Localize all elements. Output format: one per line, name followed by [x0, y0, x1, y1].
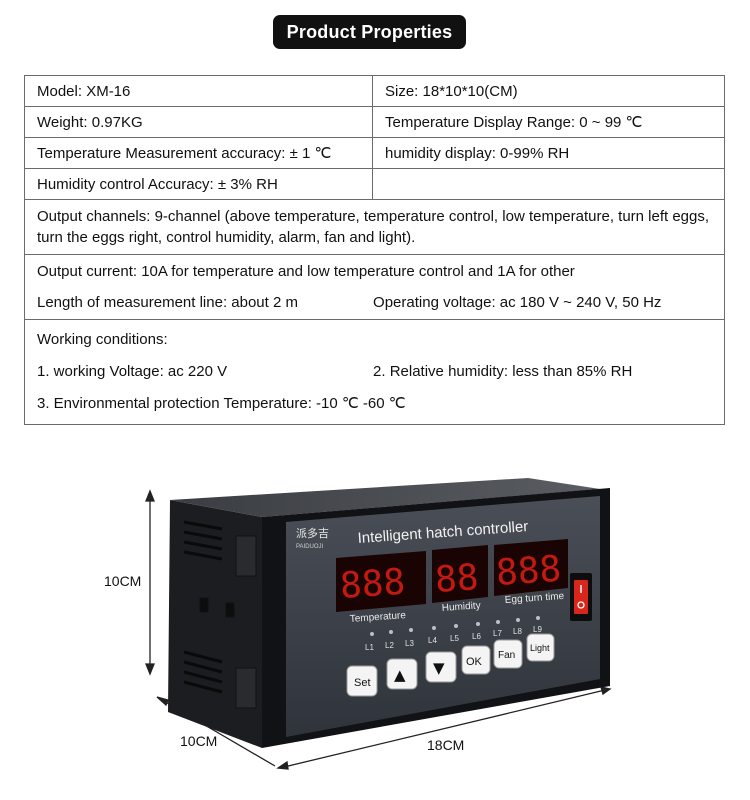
working-conditions-heading: Working conditions:	[37, 331, 168, 348]
led-indicators	[370, 616, 540, 636]
svg-text:88: 88	[434, 557, 480, 601]
svg-text:OK: OK	[466, 656, 483, 668]
table-row: Working conditions: 1. working Voltage: …	[24, 319, 725, 425]
brand-logo-cn: 派多吉	[296, 526, 329, 540]
table-row: Model: XM-16 Size: 18*10*10(CM)	[24, 75, 725, 107]
temperature-display: 888	[336, 551, 426, 612]
output-current-cell: Output current: 10A for temperature and …	[24, 254, 725, 320]
svg-text:L1: L1	[365, 643, 374, 652]
device-illustration: 10CM 10CM 18CM 派多吉 PAIDUOJI Intelligent …	[104, 478, 612, 770]
svg-text:888: 888	[495, 549, 563, 594]
up-button[interactable]: ▲	[386, 658, 418, 690]
working-conditions-cell: Working conditions: 1. working Voltage: …	[24, 319, 725, 425]
ok-button[interactable]: OK	[461, 645, 491, 675]
temp-display-range-cell: Temperature Display Range: 0 ~ 99 ℃	[372, 106, 725, 138]
svg-text:Fan: Fan	[498, 650, 515, 661]
page-title: Product Properties	[273, 15, 466, 49]
properties-table: Model: XM-16 Size: 18*10*10(CM) Weight: …	[24, 75, 725, 425]
svg-text:888: 888	[339, 562, 407, 607]
svg-text:L2: L2	[385, 641, 394, 650]
temperature-label: Temperature	[349, 610, 406, 625]
mounting-clips	[199, 535, 257, 709]
weight-cell: Weight: 0.97KG	[24, 106, 373, 138]
width-label: 18CM	[427, 737, 464, 753]
svg-text:L7: L7	[493, 629, 502, 638]
fan-button[interactable]: Fan	[493, 639, 523, 669]
empty-cell	[372, 168, 725, 200]
side-vents	[183, 520, 223, 694]
operating-voltage-text: Operating voltage: ac 180 V ~ 240 V, 50 …	[373, 294, 662, 311]
width-dimension	[276, 686, 612, 770]
env-temperature-text: 3. Environmental protection Temperature:…	[37, 395, 406, 412]
height-dimension	[145, 489, 155, 676]
depth-label: 10CM	[180, 733, 217, 749]
svg-text:L4: L4	[428, 636, 437, 645]
led-labels: L1 L2 L3 L4 L5 L6 L7 L8 L9	[365, 625, 542, 652]
size-cell: Size: 18*10*10(CM)	[372, 75, 725, 107]
set-button[interactable]: Set	[346, 665, 378, 697]
table-row: Humidity control Accuracy: ± 3% RH	[24, 168, 725, 200]
egg-turn-display: 888	[494, 539, 568, 596]
working-voltage-text: 1. working Voltage: ac 220 V	[37, 363, 228, 380]
table-row: Temperature Measurement accuracy: ± 1 ℃ …	[24, 137, 725, 169]
humidity-accuracy-cell: Humidity control Accuracy: ± 3% RH	[24, 168, 373, 200]
height-label: 10CM	[104, 573, 141, 589]
svg-text:L6: L6	[472, 632, 481, 641]
output-channels-cell: Output channels: 9-channel (above temper…	[24, 199, 725, 255]
humidity-display-cell: humidity display: 0-99% RH	[372, 137, 725, 169]
table-row: Weight: 0.97KG Temperature Display Range…	[24, 106, 725, 138]
humidity-label: Humidity	[441, 600, 481, 614]
power-switch[interactable]	[570, 573, 592, 621]
svg-text:L8: L8	[513, 627, 522, 636]
svg-text:Light: Light	[530, 643, 550, 653]
down-arrow-icon: ▼	[433, 659, 445, 677]
temp-accuracy-cell: Temperature Measurement accuracy: ± 1 ℃	[24, 137, 373, 169]
down-button[interactable]: ▼	[425, 651, 457, 683]
svg-text:Set: Set	[354, 677, 371, 689]
light-button[interactable]: Light	[526, 633, 555, 662]
up-arrow-icon: ▲	[394, 666, 406, 684]
housing-top	[170, 478, 600, 517]
output-current-text: Output current: 10A for temperature and …	[37, 263, 575, 280]
humidity-display: 88	[432, 545, 488, 603]
model-cell: Model: XM-16	[24, 75, 373, 107]
svg-text:L3: L3	[405, 639, 414, 648]
table-row: Output current: 10A for temperature and …	[24, 254, 725, 320]
table-row: Output channels: 9-channel (above temper…	[24, 199, 725, 255]
svg-text:L5: L5	[450, 634, 459, 643]
relative-humidity-text: 2. Relative humidity: less than 85% RH	[373, 363, 633, 380]
brand-logo-en: PAIDUOJI	[296, 544, 324, 550]
line-length-text: Length of measurement line: about 2 m	[37, 294, 298, 311]
svg-text:L9: L9	[533, 625, 542, 634]
egg-turn-label: Egg turn time	[504, 591, 565, 606]
